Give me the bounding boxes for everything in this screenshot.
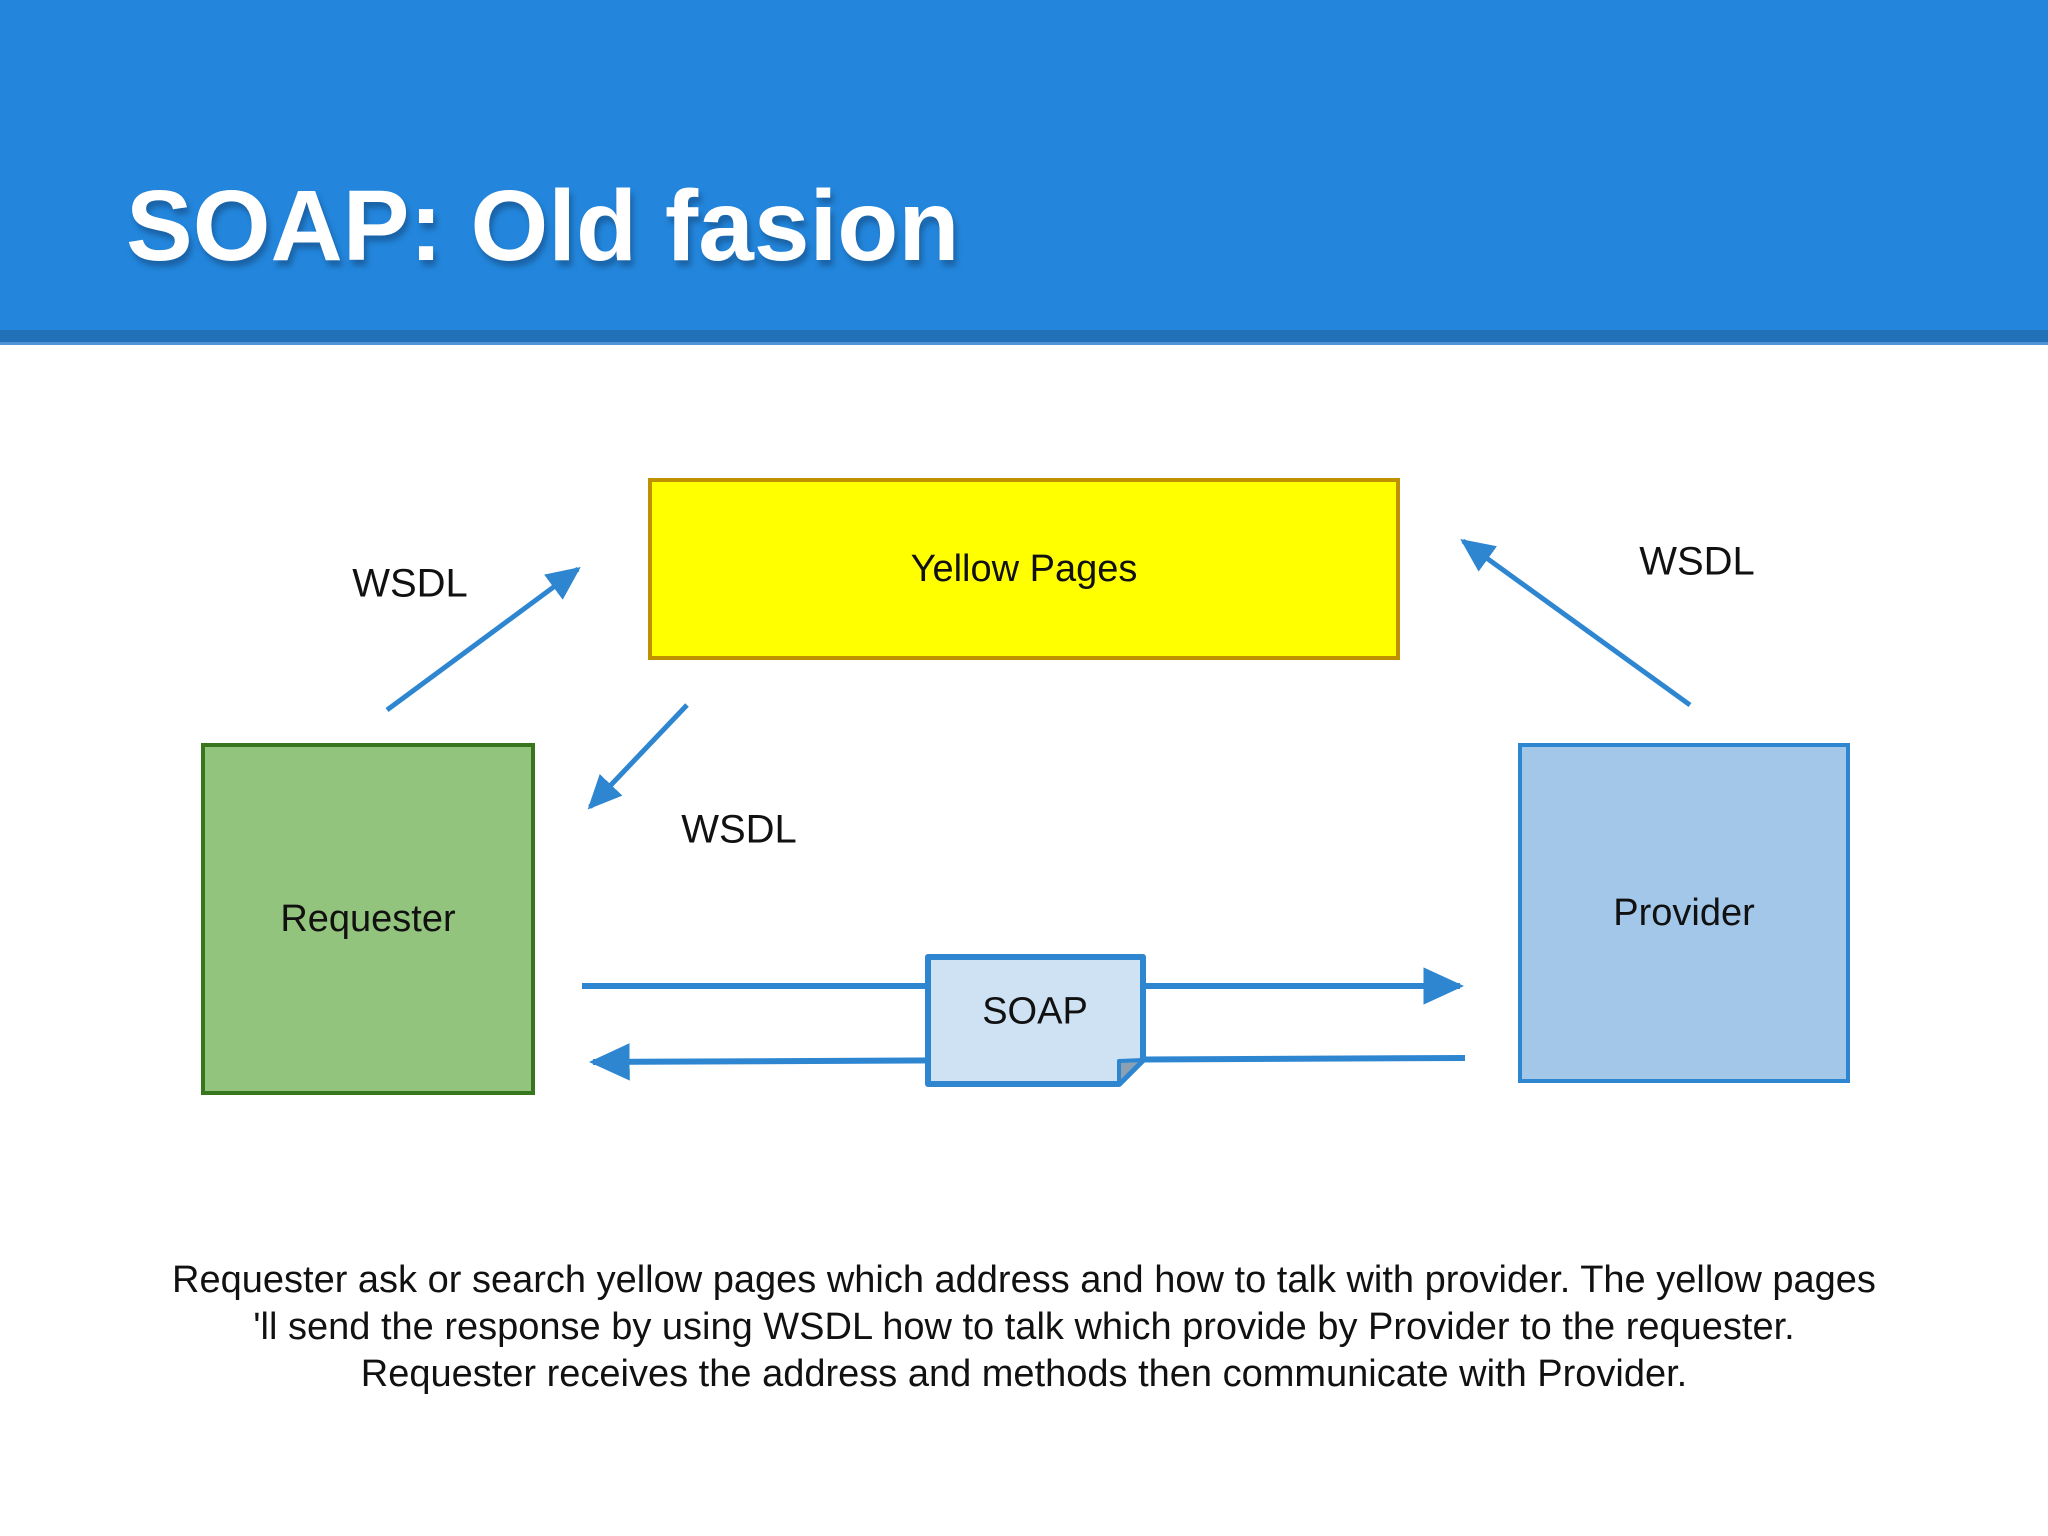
edge-label-wsdl-middle: WSDL bbox=[681, 807, 797, 852]
node-yellow-pages: Yellow Pages bbox=[648, 478, 1400, 660]
soap-note-fold-corner bbox=[1117, 1058, 1145, 1086]
header-bottom-line bbox=[0, 342, 2048, 345]
caption-line-3: Requester receives the address and metho… bbox=[360, 1353, 1688, 1395]
soap-note-label: SOAP bbox=[982, 990, 1088, 1033]
node-requester: Requester bbox=[201, 743, 535, 1095]
caption-line-1: Requester ask or search yellow pages whi… bbox=[172, 1259, 1876, 1301]
node-requester-label: Requester bbox=[280, 897, 456, 940]
node-provider-label: Provider bbox=[1613, 891, 1755, 934]
edge-label-wsdl-right: WSDL bbox=[1639, 539, 1755, 584]
node-provider: Provider bbox=[1518, 743, 1850, 1083]
node-yellow-pages-label: Yellow Pages bbox=[910, 547, 1138, 590]
edge-label-wsdl-left: WSDL bbox=[352, 561, 468, 606]
header-bottom-band bbox=[0, 330, 2048, 342]
arrow-yellowpages-to-requester bbox=[587, 703, 689, 810]
caption-line-2: 'll send the response by using WSDL how … bbox=[253, 1306, 1795, 1348]
arrow-provider-to-requester bbox=[588, 1043, 1466, 1081]
header-bar bbox=[0, 0, 2048, 330]
slide-title: SOAP: Old fasion bbox=[126, 170, 960, 282]
caption-paragraph: Requester ask or search yellow pages whi… bbox=[0, 1257, 2048, 1398]
